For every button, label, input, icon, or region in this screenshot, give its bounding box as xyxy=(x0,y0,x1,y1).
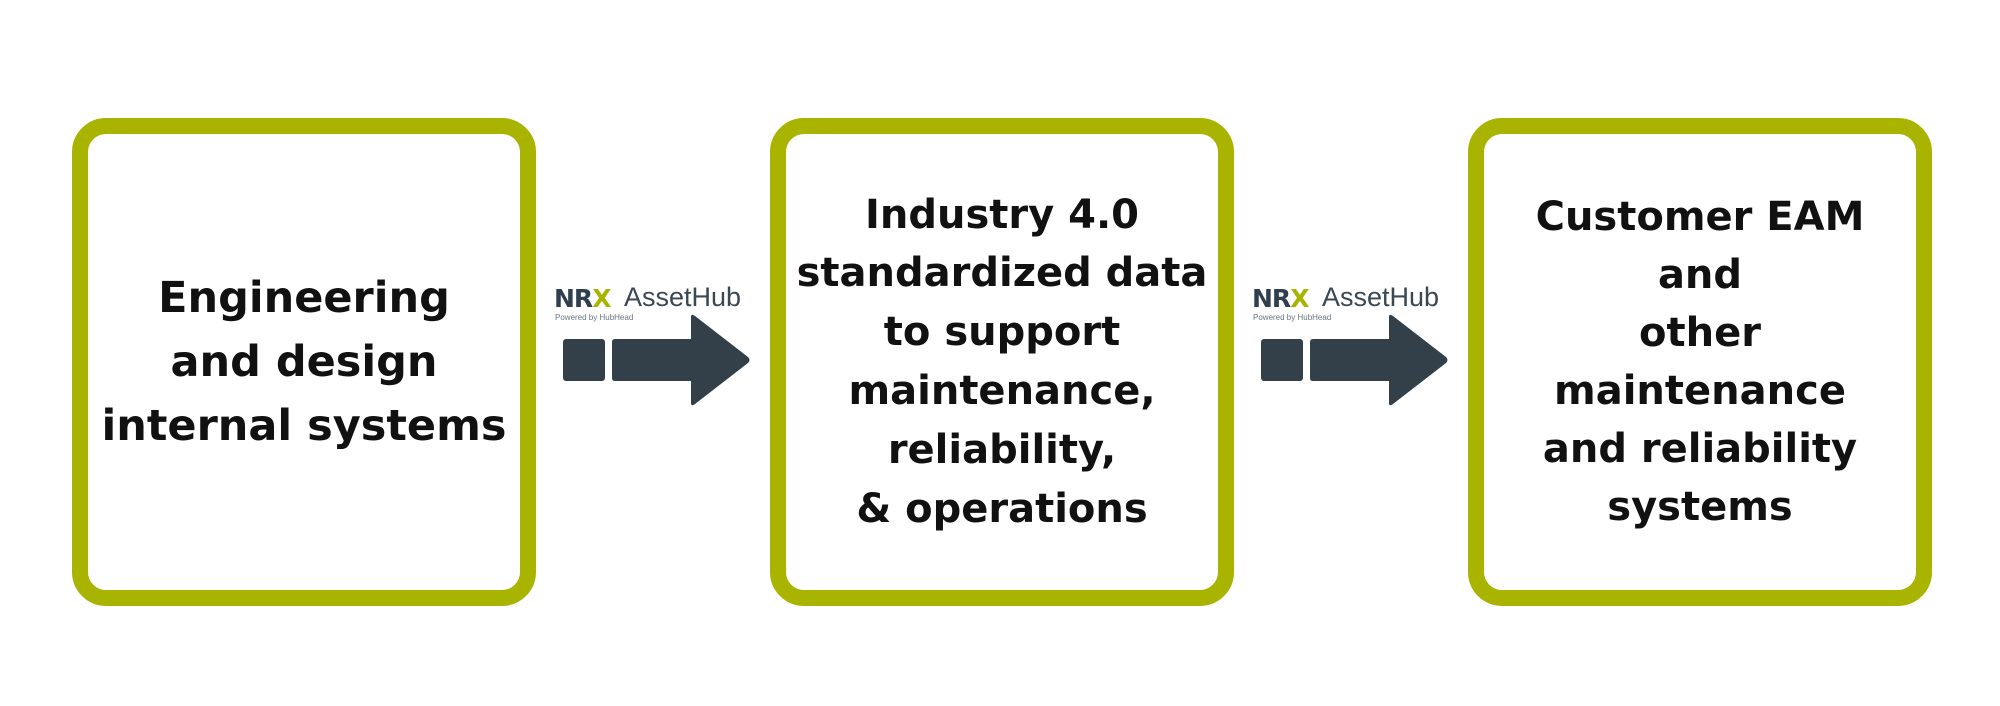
box-text-line: and reliability xyxy=(1542,426,1858,472)
box-text: Industry 4.0 standardized data to suppor… xyxy=(787,186,1218,539)
box-text: Customer EAM and other maintenance and r… xyxy=(1484,188,1916,536)
right-arrow-icon xyxy=(563,314,750,406)
logo-brand-main: NR xyxy=(1252,284,1291,313)
standardized-data-box: Industry 4.0 standardized data to suppor… xyxy=(770,118,1234,606)
logo-brand: NRX xyxy=(554,284,611,313)
box-text-line: Engineering xyxy=(158,272,450,323)
nrx-assethub-logo: NRX AssetHub Powered by HubHead xyxy=(1252,280,1457,326)
logo-tagline: Powered by HubHead xyxy=(555,313,634,322)
box-text-line: other maintenance xyxy=(1554,310,1846,414)
box-text-line: systems xyxy=(1607,484,1793,530)
box-text-line: Customer EAM and xyxy=(1535,194,1865,298)
box-text-line: standardized data xyxy=(796,250,1208,297)
connector-1: NRX AssetHub Powered by HubHead xyxy=(551,280,761,410)
logo-brand-x: X xyxy=(1290,284,1309,313)
box-text-line: maintenance, xyxy=(848,368,1156,414)
logo-product-name: AssetHub xyxy=(624,282,742,312)
source-systems-box: Engineering and design internal systems xyxy=(72,118,536,606)
right-arrow-icon xyxy=(1261,314,1448,406)
logo-tagline: Powered by HubHead xyxy=(1253,313,1332,322)
box-text-line: Industry 4.0 xyxy=(865,191,1139,238)
box-text-line: internal systems xyxy=(101,401,507,452)
box-text-line: to support xyxy=(883,309,1121,356)
logo-product-name: AssetHub xyxy=(1322,282,1440,312)
logo-brand-x: X xyxy=(592,284,611,313)
box-text-line: & operations xyxy=(856,485,1148,532)
connector-2: NRX AssetHub Powered by HubHead xyxy=(1249,280,1459,410)
box-text-line: reliability, xyxy=(887,426,1117,473)
logo-brand: NRX xyxy=(1252,284,1309,313)
nrx-assethub-logo: NRX AssetHub Powered by HubHead xyxy=(554,280,759,326)
box-text-line: and design xyxy=(170,336,438,387)
customer-systems-box: Customer EAM and other maintenance and r… xyxy=(1468,118,1932,606)
box-text: Engineering and design internal systems xyxy=(92,266,517,458)
logo-brand-main: NR xyxy=(554,284,593,313)
